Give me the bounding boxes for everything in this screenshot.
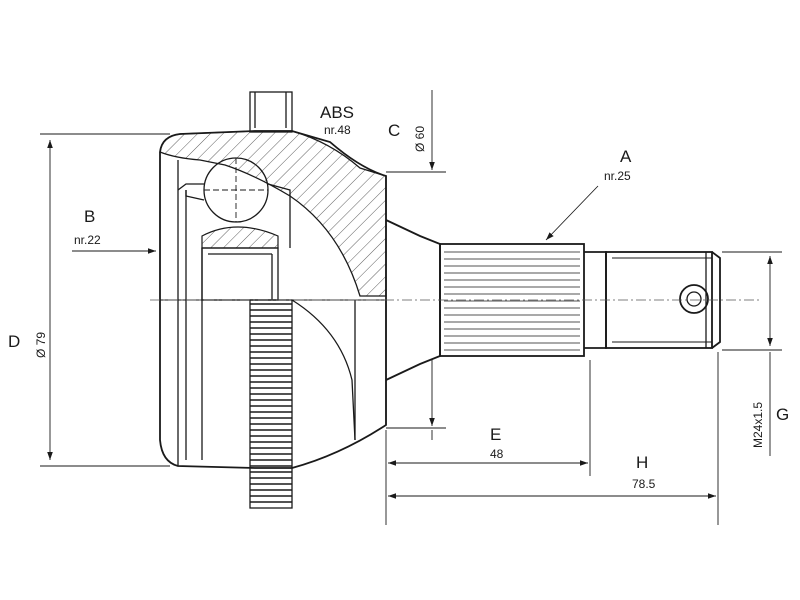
label-abs-group: ABS nr.48 (320, 103, 354, 137)
label-g-dim: M24x1.5 (751, 402, 765, 448)
ball-and-cage (177, 157, 291, 301)
abs-ring-teeth (250, 303, 292, 503)
dimension-h: H 78.5 (388, 352, 719, 525)
label-d: D (8, 332, 20, 351)
dimension-e: E 48 (385, 360, 591, 525)
label-h: H (636, 453, 648, 472)
dimension-g: G M24x1.5 (722, 251, 789, 456)
label-abs: ABS (320, 103, 354, 122)
abs-ring-tab (249, 91, 293, 133)
label-g: G (776, 405, 789, 424)
label-e-dim: 48 (490, 447, 504, 461)
label-b: B (84, 207, 95, 226)
label-a: A (620, 147, 632, 166)
dimension-c: C Ø 60 (386, 90, 446, 440)
inner-race (201, 226, 279, 249)
housing-section-hatch (159, 130, 387, 297)
spline-lines (444, 251, 580, 351)
label-abs-nr: nr.48 (324, 123, 351, 137)
label-h-dim: 78.5 (632, 477, 656, 491)
label-c-dim: Ø 60 (413, 126, 427, 152)
label-a-nr: nr.25 (604, 169, 631, 183)
cotter-pin-hole (679, 284, 709, 314)
dimension-b: B nr.22 (72, 207, 156, 254)
label-d-dim: Ø 79 (34, 332, 48, 358)
label-e: E (490, 425, 501, 444)
dimension-d: D Ø 79 (8, 133, 170, 467)
housing-outline (159, 130, 387, 469)
label-b-nr: nr.22 (74, 233, 101, 247)
dimension-a: A nr.25 (545, 147, 632, 241)
abs-ring (249, 91, 293, 509)
label-c: C (388, 121, 400, 140)
